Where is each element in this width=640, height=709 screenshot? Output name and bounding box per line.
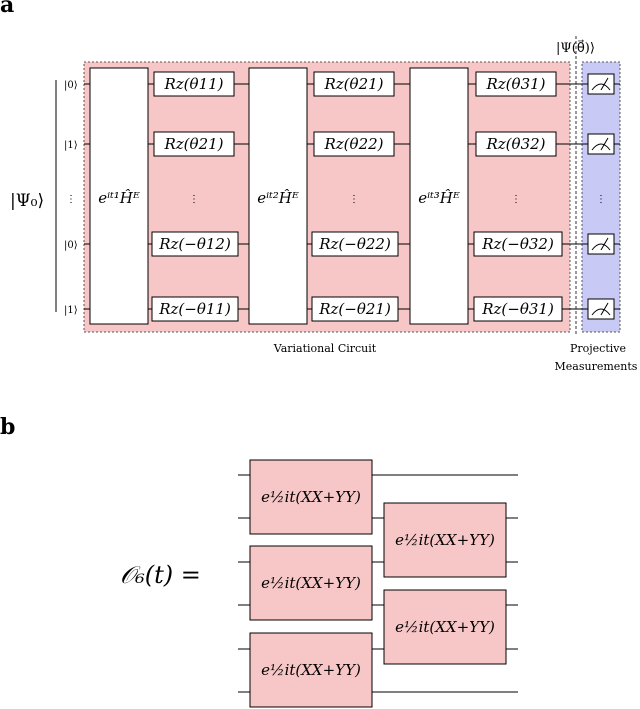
measurement-caption-1: Projective	[570, 342, 626, 355]
xy-gate-label: e½it(XX+YY)	[395, 618, 495, 636]
xy-gate	[249, 459, 373, 535]
xy-gate	[383, 502, 507, 578]
rz-gate-label: Rz(−θ31)	[481, 300, 554, 318]
meter-icon	[587, 73, 615, 95]
evolution-gate-1	[89, 67, 149, 325]
rz-gate-label: Rz(θ11)	[163, 75, 223, 93]
meter-icon	[587, 233, 615, 255]
xy-gate-label: e½it(XX+YY)	[261, 488, 361, 506]
input-state: |Ψ₀⟩	[10, 191, 44, 211]
variational-caption: Variational Circuit	[273, 342, 377, 355]
rz-gate	[311, 296, 399, 322]
evolution-gate-2-label: eⁱᵗ²Ĥᴱ	[257, 189, 299, 207]
rz-gate-label: Rz(−θ21)	[318, 300, 391, 318]
rz-gate	[475, 71, 557, 97]
xy-gate-label: e½it(XX+YY)	[395, 531, 495, 549]
rz-gate	[473, 231, 563, 257]
output-state: |Ψ(θ⃗)⟩	[556, 40, 595, 56]
rz-gate	[473, 296, 563, 322]
measurement-region	[581, 61, 621, 333]
rz-column-2: Rz(θ21) Rz(θ22) ⋮ Rz(−θ22) Rz(−θ21)	[311, 71, 399, 322]
xy-gate	[249, 545, 373, 621]
variational-region	[83, 61, 571, 333]
rz-gate-label: Rz(θ31)	[485, 75, 545, 93]
rz-gate-label: Rz(−θ22)	[318, 235, 391, 253]
rz-gate-label: Rz(θ21)	[323, 75, 383, 93]
panel-b-gates: e½it(XX+YY) e½it(XX+YY) e½it(XX+YY) e½it…	[249, 459, 507, 708]
rz-gate	[151, 296, 239, 322]
rz-gate	[313, 131, 395, 157]
evolution-gate-1-label: eⁱᵗ¹Ĥᴱ	[98, 189, 140, 207]
rz-gate-label: Rz(θ32)	[485, 135, 545, 153]
xy-gate-label: e½it(XX+YY)	[261, 661, 361, 679]
operator-label: 𝒪₆(t) =	[120, 561, 201, 589]
rz-dots: ⋮	[349, 194, 359, 205]
rz-gate	[311, 231, 399, 257]
rz-dots: ⋮	[189, 194, 199, 205]
rz-gate-label: Rz(θ21)	[163, 135, 223, 153]
qubit-label-4: |1⟩	[64, 305, 78, 316]
rz-column-3: Rz(θ31) Rz(θ32) ⋮ Rz(−θ32) Rz(−θ31)	[473, 71, 563, 322]
rz-gate-label: Rz(θ22)	[323, 135, 383, 153]
rz-gate	[313, 71, 395, 97]
rz-gate	[153, 131, 235, 157]
rz-column-1: Rz(θ11) Rz(θ21) ⋮ Rz(−θ12) Rz(−θ11)	[151, 71, 239, 322]
rz-gate	[153, 71, 235, 97]
rz-dots: ⋮	[511, 194, 521, 205]
rz-gate-label: Rz(−θ32)	[481, 235, 554, 253]
rz-gate	[475, 131, 557, 157]
qubit-label-dots: ⋮	[66, 194, 76, 205]
rz-gate-label: Rz(−θ12)	[158, 235, 231, 253]
xy-gate-label: e½it(XX+YY)	[261, 574, 361, 592]
meter-icon	[587, 133, 615, 155]
measurement-meters: ⋮	[587, 73, 615, 320]
meter-icon	[587, 298, 615, 320]
qubit-label-3: |0⟩	[64, 240, 78, 251]
rz-gate	[151, 231, 239, 257]
evolution-gate-3	[409, 67, 469, 325]
xy-gate	[383, 589, 507, 665]
qubit-label-2: |1⟩	[64, 140, 78, 151]
panel-a-label: a	[0, 0, 14, 18]
rz-gate-label: Rz(−θ11)	[158, 300, 231, 318]
qubit-label-1: |0⟩	[64, 80, 78, 91]
evolution-gate-2	[248, 67, 308, 325]
xy-gate	[249, 632, 373, 708]
panel-b-label: b	[0, 414, 15, 440]
meter-dots: ⋮	[596, 194, 606, 205]
evolution-gate-3-label: eⁱᵗ³Ĥᴱ	[418, 189, 460, 207]
measurement-caption-2: Measurements	[555, 360, 638, 373]
